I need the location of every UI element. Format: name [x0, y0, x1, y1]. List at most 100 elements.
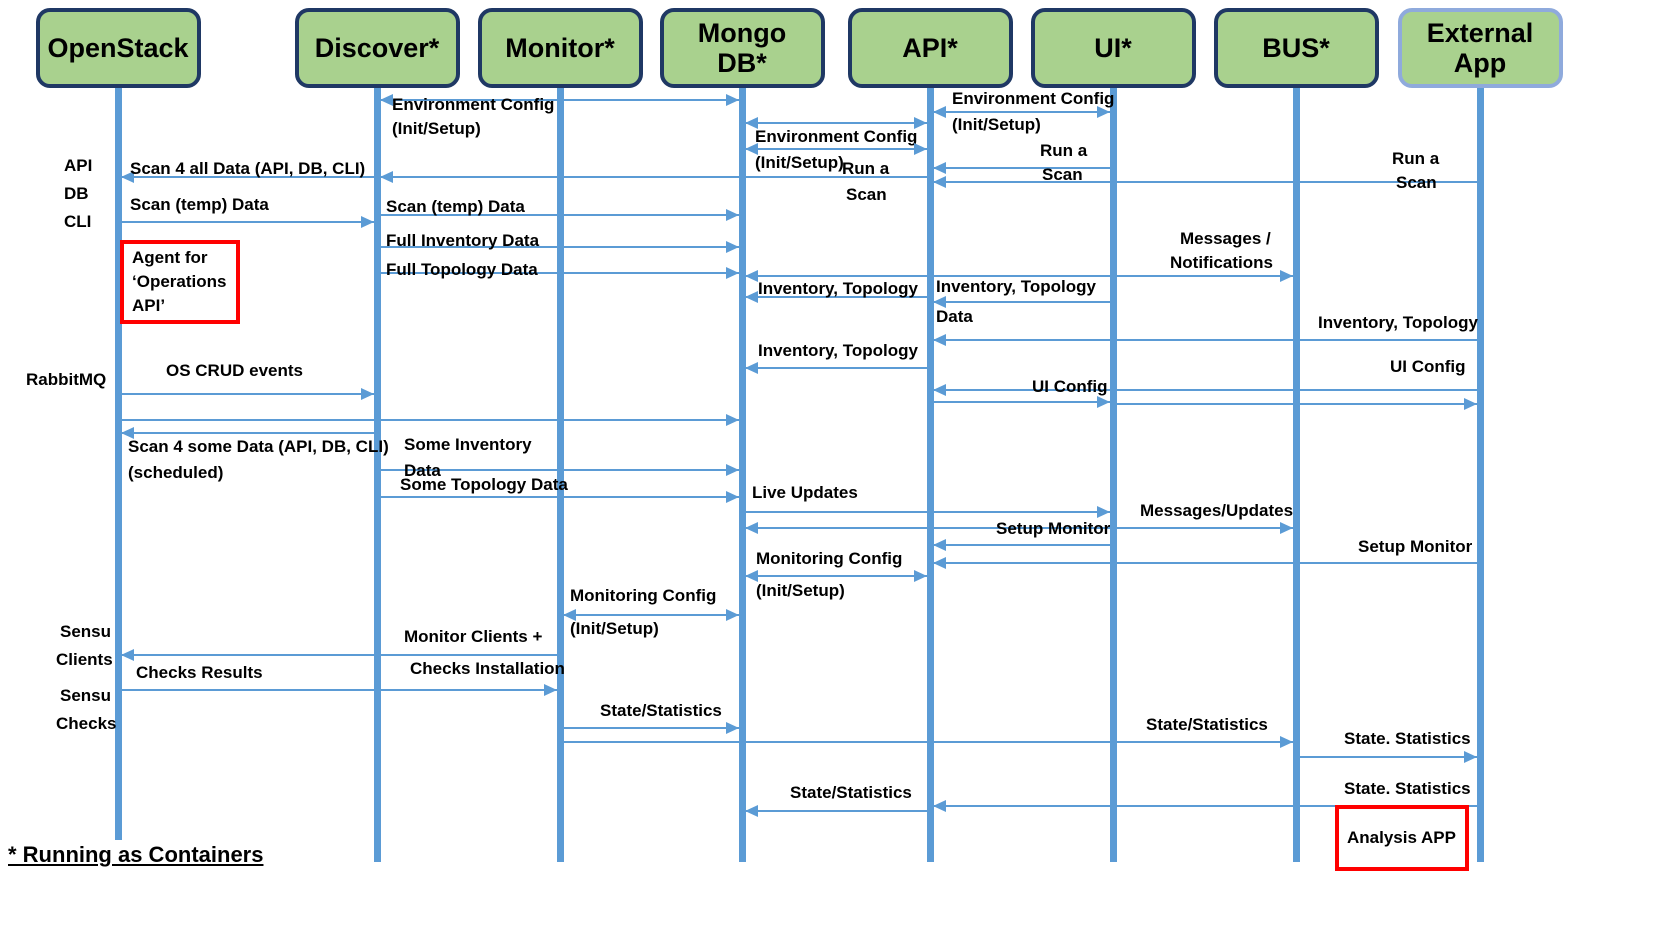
message-line	[377, 496, 742, 498]
message-line	[118, 176, 377, 178]
arrowhead-right	[914, 117, 927, 129]
side-label: Sensu	[60, 686, 112, 705]
side-label: Clients	[56, 650, 113, 669]
arrowhead-right	[914, 143, 927, 155]
arrowhead-left	[121, 649, 134, 661]
message-line	[742, 367, 930, 369]
message-label: State/Statistics	[1146, 715, 1268, 734]
message-label: Setup Monitor	[1358, 537, 1473, 556]
lifeline-monitor	[556, 88, 564, 862]
message-label: Scan	[1396, 173, 1437, 192]
arrowhead-right	[1097, 506, 1110, 518]
message-line	[560, 614, 742, 616]
message-label: Data	[404, 461, 441, 480]
message-label: Run a	[1392, 149, 1440, 168]
lifeline-mongodb	[738, 88, 746, 862]
message-line	[118, 432, 377, 434]
side-label: Checks	[56, 714, 117, 733]
message-label: UI Config	[1032, 377, 1108, 396]
arrowhead-left	[933, 384, 946, 396]
message-label: Inventory, Topology	[758, 341, 918, 360]
message-label: Scan 4 some Data (API, DB, CLI)	[128, 437, 389, 456]
message-label: OS CRUD events	[166, 361, 303, 380]
message-line	[930, 389, 1480, 391]
highlight-text: API’	[132, 296, 166, 315]
message-line	[930, 339, 1480, 341]
message-label: Some Topology Data	[400, 475, 568, 494]
arrowhead-left	[745, 805, 758, 817]
message-line	[377, 272, 742, 274]
highlight-text: Agent for	[132, 248, 208, 267]
actor-label: External	[1426, 18, 1534, 48]
message-label: Data	[936, 307, 973, 326]
message-line	[118, 221, 377, 223]
message-label: (Init/Setup)	[570, 619, 659, 638]
actor-label: Mongo	[697, 18, 787, 48]
arrowhead-right	[361, 216, 374, 228]
side-label: CLI	[64, 212, 92, 231]
message-label: Scan	[1042, 165, 1083, 184]
message-line	[377, 214, 742, 216]
actor-box-discover: Discover*	[294, 8, 460, 88]
arrowhead-left	[121, 427, 134, 439]
message-line	[377, 176, 930, 178]
message-line	[930, 544, 1113, 546]
message-label: Scan 4 all Data (API, DB, CLI)	[130, 159, 366, 178]
message-label: State. Statistics	[1344, 729, 1471, 748]
footnote: * Running as Containers	[8, 842, 264, 867]
actor-label: Monitor*	[505, 33, 615, 63]
lifeline-discover	[373, 88, 381, 862]
message-label: Scan (temp) Data	[130, 195, 269, 214]
message-line	[377, 99, 742, 101]
message-line	[560, 727, 742, 729]
message-line	[377, 469, 742, 471]
message-line	[118, 419, 742, 421]
arrowhead-right	[914, 570, 927, 582]
arrowhead-right	[544, 684, 557, 696]
message-line	[1113, 403, 1480, 405]
message-label: State/Statistics	[790, 783, 912, 802]
message-line	[742, 810, 930, 812]
arrowhead-left	[933, 296, 946, 308]
message-label: UI Config	[1390, 357, 1466, 376]
message-line	[930, 401, 1113, 403]
message-label: Inventory, Topology	[936, 277, 1096, 296]
arrowhead-left	[745, 117, 758, 129]
message-line	[930, 167, 1113, 169]
message-label: Setup Monitor	[996, 519, 1111, 538]
message-label: Environment Config	[755, 127, 918, 146]
arrowhead-left	[745, 291, 758, 303]
message-label: State/Statistics	[600, 701, 722, 720]
message-line	[742, 527, 1296, 529]
analysis-callout: Analysis APP	[1335, 805, 1469, 871]
arrowhead-left	[563, 609, 576, 621]
arrowhead-right	[726, 491, 739, 503]
message-label: Environment Config	[952, 89, 1115, 108]
message-label: Environment Config	[392, 95, 555, 114]
arrowhead-right	[1280, 736, 1293, 748]
actor-box-bus: BUS*	[1213, 8, 1379, 88]
actor-box-openstack: OpenStack	[35, 8, 201, 88]
message-line	[560, 741, 1296, 743]
message-label: (Init/Setup)	[392, 119, 481, 138]
message-line	[742, 122, 930, 124]
side-label: Sensu	[60, 622, 112, 641]
arrowhead-right	[726, 209, 739, 221]
arrowhead-left	[933, 800, 946, 812]
arrowhead-right	[726, 241, 739, 253]
actor-box-ui: UI*	[1030, 8, 1196, 88]
actor-label: BUS*	[1262, 33, 1330, 63]
side-label: API	[64, 156, 93, 175]
arrowhead-right	[726, 94, 739, 106]
arrowhead-left	[933, 106, 946, 118]
message-line	[930, 562, 1480, 564]
message-label: (Init/Setup)	[952, 115, 1041, 134]
message-label: Inventory, Topology	[758, 279, 918, 298]
lifeline-openstack	[114, 88, 122, 840]
message-label: Monitoring Config	[570, 586, 717, 605]
arrowhead-right	[1097, 396, 1110, 408]
message-label: Inventory, Topology	[1318, 313, 1478, 332]
actor-label: Discover*	[314, 33, 440, 63]
arrowhead-right	[726, 267, 739, 279]
